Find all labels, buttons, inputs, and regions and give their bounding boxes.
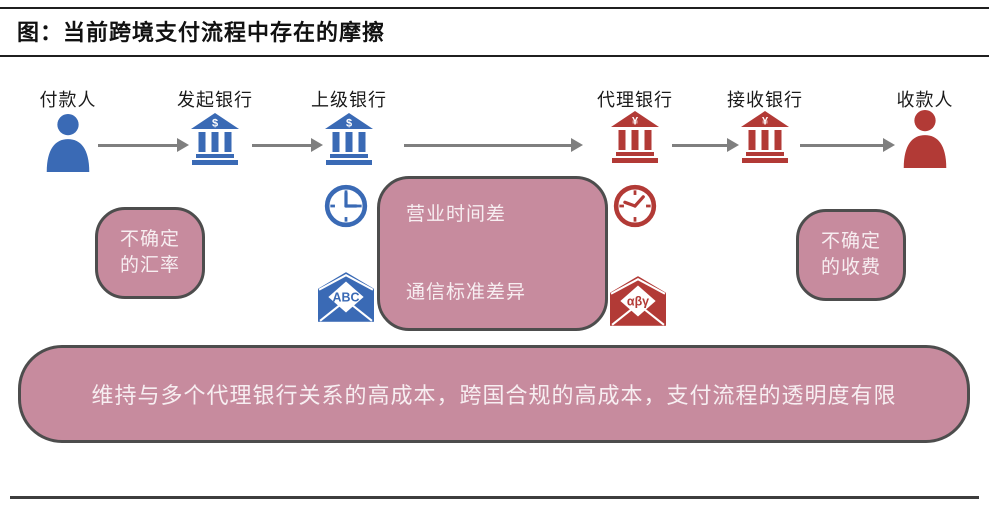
yuan-symbol: ¥ (632, 116, 639, 128)
label-originating-bank: 发起银行 (177, 90, 253, 110)
friction-box-exchange-rate: 不确定 的汇率 (95, 207, 205, 299)
payer-person-icon (39, 112, 97, 172)
dollar-symbol: $ (212, 118, 218, 130)
arrow-originating-to-upper (252, 138, 323, 152)
payee-person-icon (896, 108, 954, 168)
title-divider (0, 55, 989, 57)
friction-text-bottom: 维持与多个代理银行关系的高成本，跨国合规的高成本，支付流程的透明度有限 (91, 383, 897, 408)
arrow-payer-to-originating (98, 138, 189, 152)
blue-clock-icon (323, 183, 369, 229)
arrow-upper-to-correspondent (404, 138, 583, 152)
red-envelope-label: αβγ (627, 295, 649, 309)
label-receiving-bank: 接收银行 (727, 90, 803, 110)
friction-text: 的汇率 (119, 255, 180, 276)
upper-bank-icon: $ (324, 112, 374, 166)
dollar-symbol: $ (346, 118, 352, 130)
label-payee: 收款人 (896, 90, 954, 110)
arrow-receiving-to-payee (800, 138, 895, 152)
friction-text-messaging-standards: 通信标准差异 (406, 282, 527, 303)
blue-envelope-label: ABC (333, 291, 360, 305)
bottom-divider (10, 496, 979, 499)
page-title: 图：当前跨境支付流程中存在的摩擦 (17, 20, 386, 45)
friction-text: 的收费 (820, 257, 881, 278)
top-divider (0, 7, 989, 9)
blue-envelope-icon: ABC (318, 272, 374, 322)
friction-text: 不确定 (119, 229, 180, 251)
yuan-symbol: ¥ (762, 116, 769, 128)
red-clock-icon (612, 183, 658, 229)
correspondent-bank-icon: ¥ (610, 110, 660, 164)
red-envelope-icon: αβγ (610, 276, 666, 326)
friction-text-business-hours: 营业时间差 (406, 204, 507, 225)
friction-box-middle: 营业时间差 通信标准差异 (377, 176, 608, 331)
originating-bank-icon: $ (190, 112, 240, 166)
friction-text: 不确定 (820, 231, 881, 253)
receiving-bank-icon: ¥ (740, 110, 790, 164)
label-payer: 付款人 (39, 90, 97, 110)
friction-box-bottom: 维持与多个代理银行关系的高成本，跨国合规的高成本，支付流程的透明度有限 (18, 345, 970, 443)
arrow-correspondent-to-receiving (672, 138, 739, 152)
label-upper-bank: 上级银行 (311, 90, 387, 110)
label-correspondent-bank: 代理银行 (597, 90, 673, 110)
friction-box-fees: 不确定 的收费 (796, 209, 906, 301)
